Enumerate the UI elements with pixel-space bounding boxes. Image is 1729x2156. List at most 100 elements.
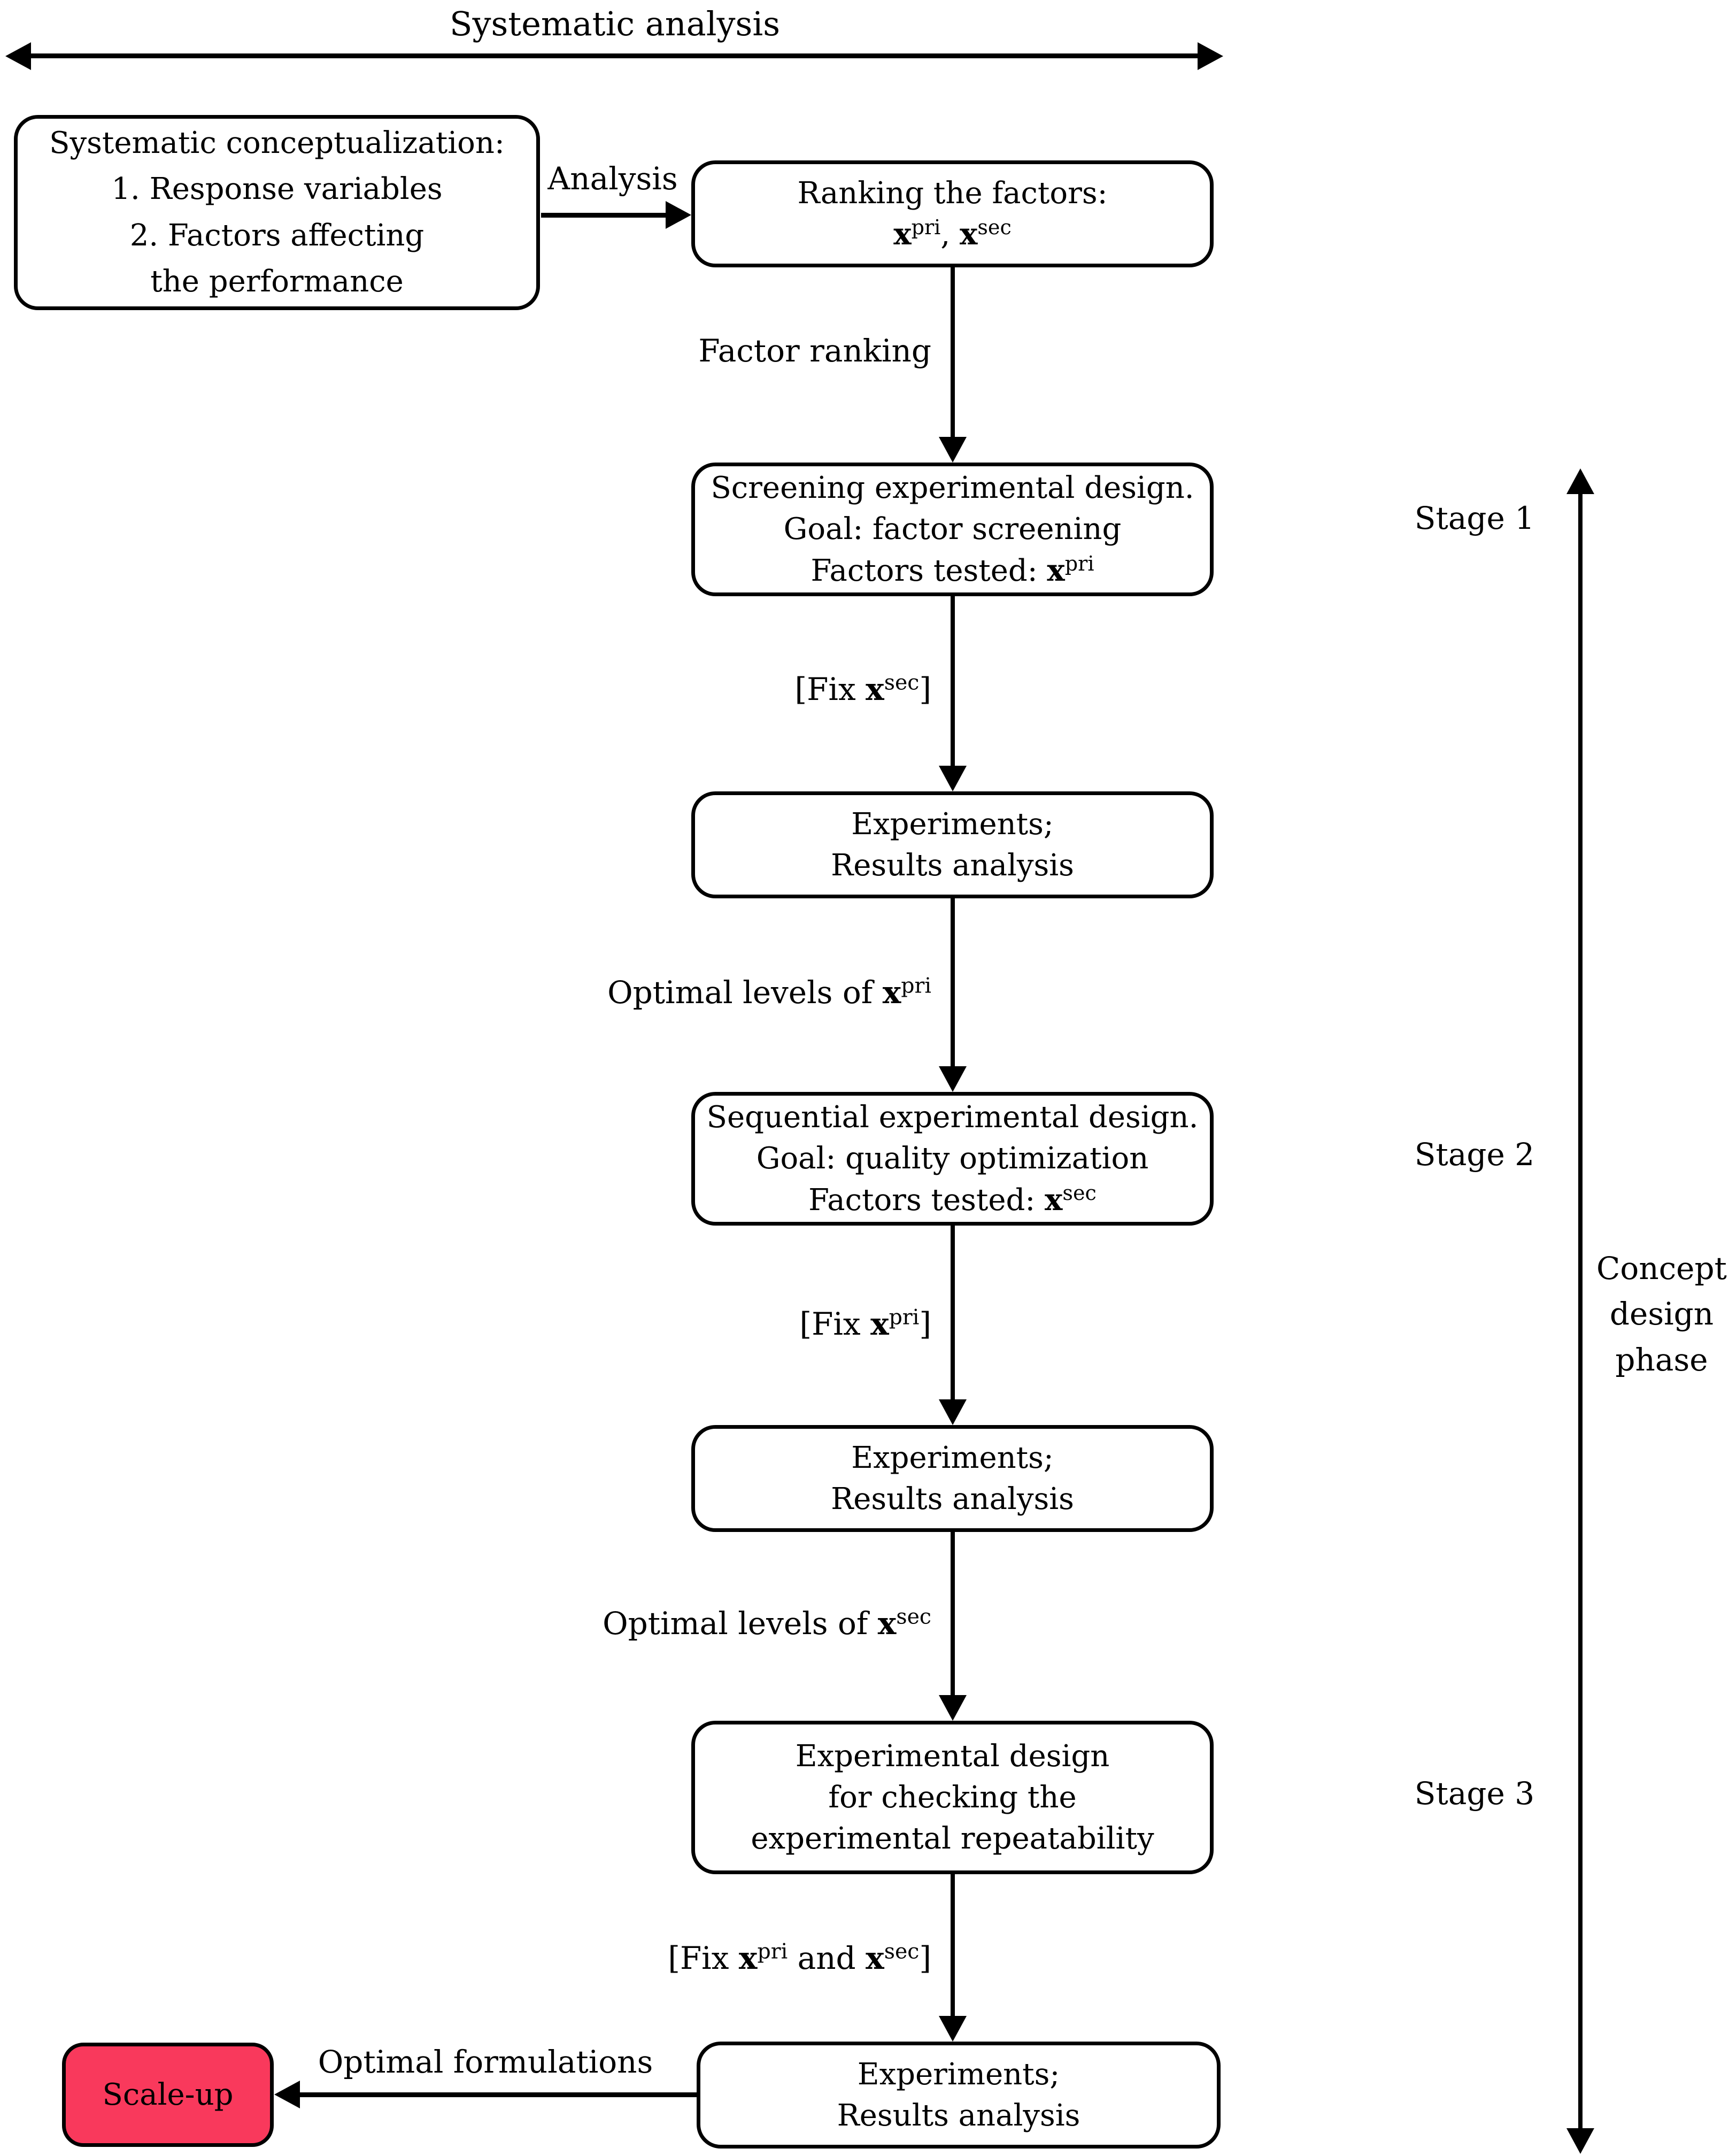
experiments-line: Experiments;: [851, 806, 1054, 842]
bracket-close: ]: [919, 1306, 931, 1342]
conceptualization-line: 2. Factors affecting: [129, 218, 424, 253]
math-sup: pri: [889, 1305, 920, 1330]
arrow-line: [298, 2092, 697, 2097]
edge-label-analysis: Analysis: [547, 160, 678, 197]
edge-label-optimal-pri: Optimal levels of xpri: [607, 974, 931, 1012]
edge-label-optimal-sec: Optimal levels of xsec: [603, 1605, 931, 1643]
conceptualization-line: the performance: [150, 264, 404, 299]
factors-prefix: Factors tested:: [811, 553, 1047, 588]
math-x: x: [877, 1605, 897, 1642]
arrowhead-up-icon: [1566, 468, 1594, 494]
screening-line: Goal: factor screening: [783, 512, 1122, 547]
math-x: x: [738, 1940, 758, 1976]
bracket-close: ]: [919, 671, 931, 707]
experiments-line: Results analysis: [831, 1482, 1074, 1516]
math-sup: sec: [884, 1939, 920, 1964]
conceptualization-line: Systematic conceptualization:: [49, 126, 505, 161]
phase-line: phase: [1615, 1341, 1708, 1378]
screening-box: Screening experimental design. Goal: fac…: [691, 463, 1214, 596]
stage-1-label: Stage 1: [1414, 500, 1535, 536]
math-sup: pri: [757, 1939, 788, 1964]
experiments-line: Experiments;: [857, 2057, 1060, 2092]
arrow-line: [541, 213, 667, 218]
comma: ,: [940, 217, 960, 252]
experiments-line: Results analysis: [831, 848, 1074, 883]
arrowhead-left-icon: [274, 2081, 300, 2108]
experiments-box-2: Experiments; Results analysis: [691, 1425, 1214, 1532]
repeatability-box: Experimental design for checking the exp…: [691, 1721, 1214, 1874]
phase-line: design: [1609, 1296, 1714, 1333]
arrowhead-down-icon: [1566, 2128, 1594, 2154]
ranking-formula: xpri, xsec: [893, 214, 1012, 255]
math-sup: sec: [884, 670, 920, 695]
experiments-line: Results analysis: [837, 2098, 1080, 2133]
math-x: x: [882, 974, 901, 1011]
scale-up-box: Scale-up: [62, 2043, 274, 2147]
edge-label-factor-ranking: Factor ranking: [698, 333, 931, 369]
screening-factors-line: Factors tested: xpri: [811, 550, 1094, 591]
arrowhead-down-icon: [939, 437, 967, 463]
scale-up-label: Scale-up: [102, 2077, 234, 2112]
arrowhead-down-icon: [939, 766, 967, 791]
optimal-prefix: Optimal levels of: [603, 1605, 878, 1642]
math-x: x: [1045, 1182, 1063, 1218]
and-word: and: [788, 1940, 866, 1976]
concept-design-phase-label: Concept design phase: [1596, 1246, 1727, 1383]
diagram-title: Systematic analysis: [449, 4, 781, 43]
arrow-line: [951, 596, 955, 767]
edge-label-optimal-formulations: Optimal formulations: [318, 2044, 653, 2080]
arrow-line: [951, 1226, 955, 1401]
arrow-line: [951, 1874, 955, 2018]
math-x: x: [866, 671, 884, 707]
experiments-line: Experiments;: [851, 1440, 1054, 1475]
arrowhead-right-icon: [666, 201, 691, 229]
math-sup: pri: [901, 973, 931, 998]
bracket-close: ]: [919, 1940, 931, 1976]
sequential-line: Sequential experimental design.: [706, 1100, 1199, 1135]
experiments-box-1: Experiments; Results analysis: [691, 791, 1214, 898]
math-sup: pri: [1064, 551, 1094, 575]
arrowhead-down-icon: [939, 1695, 967, 1721]
math-x: x: [866, 1940, 884, 1976]
optimal-prefix: Optimal levels of: [607, 974, 883, 1011]
edge-label-fix-both: [Fix xpri and xsec]: [668, 1940, 931, 1977]
arrowhead-down-icon: [939, 1399, 967, 1425]
math-x: x: [959, 217, 978, 252]
arrowhead-down-icon: [939, 1066, 967, 1092]
arrowhead-right-icon: [1198, 42, 1223, 70]
edge-label-fix-pri: [Fix xpri]: [799, 1306, 931, 1343]
repeatability-line: Experimental design: [795, 1738, 1110, 1774]
arrow-line: [951, 1532, 955, 1697]
stage-3-label: Stage 3: [1414, 1775, 1535, 1812]
factors-prefix: Factors tested:: [808, 1182, 1045, 1218]
edge-label-fix-sec: [Fix xsec]: [795, 671, 931, 709]
sequential-factors-line: Factors tested: xsec: [808, 1180, 1097, 1221]
ranking-line: Ranking the factors:: [797, 175, 1108, 211]
repeatability-line: experimental repeatability: [751, 1821, 1154, 1857]
sequential-line: Goal: quality optimization: [756, 1141, 1149, 1176]
fix-open: [Fix: [668, 1940, 739, 1976]
fix-open: [Fix: [794, 671, 866, 707]
math-sup: pri: [911, 215, 941, 239]
arrow-line: [951, 267, 955, 438]
arrow-line: [27, 53, 1199, 58]
stage-2-label: Stage 2: [1414, 1136, 1535, 1173]
conceptualization-line: 1. Response variables: [111, 172, 443, 207]
screening-line: Screening experimental design.: [711, 471, 1194, 506]
math-x: x: [893, 217, 912, 252]
fix-open: [Fix: [799, 1306, 871, 1342]
conceptualization-box: Systematic conceptualization: 1. Respons…: [14, 115, 540, 310]
math-x: x: [870, 1306, 889, 1342]
math-sup: sec: [1062, 1181, 1097, 1205]
arrowhead-down-icon: [939, 2016, 967, 2042]
math-x: x: [1047, 552, 1065, 588]
arrow-line: [951, 898, 955, 1068]
repeatability-line: for checking the: [828, 1780, 1077, 1815]
phase-line: Concept: [1596, 1250, 1727, 1287]
sequential-box: Sequential experimental design. Goal: qu…: [691, 1092, 1214, 1226]
arrow-line: [1578, 492, 1583, 2129]
experiments-box-3: Experiments; Results analysis: [697, 2042, 1221, 2149]
math-sup: sec: [896, 1604, 931, 1629]
math-sup: sec: [977, 215, 1012, 239]
